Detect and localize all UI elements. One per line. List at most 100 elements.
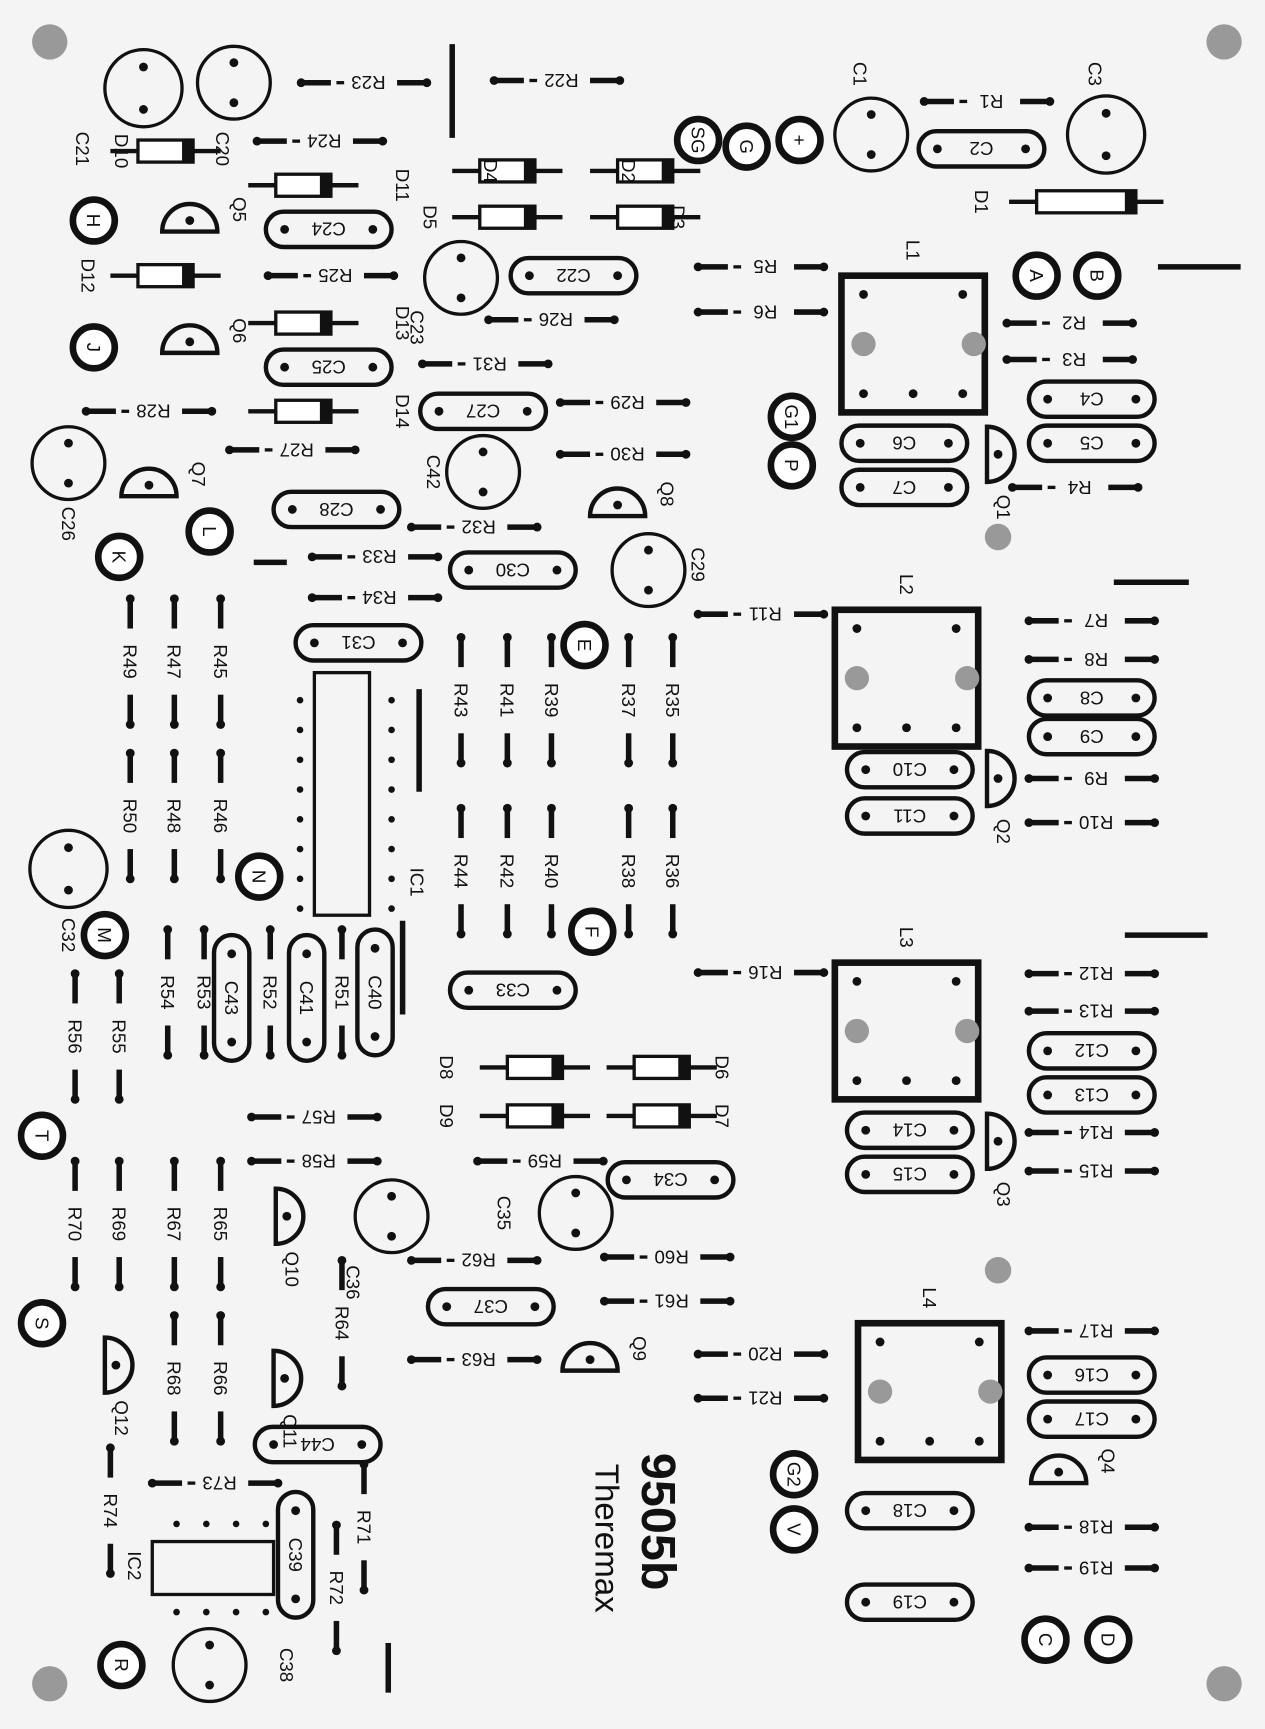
- resistor[interactable]: R22: [489, 70, 625, 91]
- connection-pad[interactable]: N: [234, 852, 284, 901]
- capacitor[interactable]: C4: [1026, 379, 1157, 420]
- resistor[interactable]: R34: [307, 587, 443, 608]
- connection-pad[interactable]: R: [97, 1640, 146, 1690]
- capacitor[interactable]: C17: [1026, 1399, 1157, 1439]
- diode[interactable]: D8: [436, 1054, 591, 1081]
- resistor[interactable]: R16: [693, 962, 829, 983]
- electrolytic-capacitor[interactable]: C32: [28, 828, 109, 952]
- resistor[interactable]: R68: [164, 1311, 185, 1446]
- connection-pad[interactable]: J: [69, 323, 119, 372]
- capacitor[interactable]: C19: [844, 1582, 975, 1623]
- resistor[interactable]: R5: [693, 256, 829, 277]
- transistor[interactable]: Q6: [159, 318, 250, 356]
- diode[interactable]: D4: [452, 158, 563, 184]
- resistor[interactable]: R59: [473, 1151, 608, 1172]
- connection-pad[interactable]: S: [17, 1298, 67, 1348]
- resistor[interactable]: R28: [81, 401, 217, 422]
- transistor[interactable]: Q7: [119, 462, 209, 499]
- resistor[interactable]: R33: [307, 546, 443, 567]
- resistor[interactable]: R66: [210, 1311, 231, 1446]
- electrolytic-capacitor[interactable]: C21: [72, 47, 184, 166]
- connection-pad[interactable]: F: [567, 907, 617, 957]
- capacitor[interactable]: C27: [418, 391, 549, 432]
- resistor[interactable]: R61: [599, 1291, 735, 1312]
- connection-pad[interactable]: C: [1021, 1615, 1070, 1664]
- resistor[interactable]: R74: [100, 1443, 121, 1578]
- capacitor[interactable]: C5: [1026, 423, 1157, 464]
- connection-pad[interactable]: SG: [673, 115, 723, 165]
- resistor[interactable]: R55: [109, 969, 130, 1104]
- electrolytic-capacitor[interactable]: C20: [195, 44, 272, 166]
- resistor[interactable]: R37: [618, 632, 639, 768]
- capacitor[interactable]: C13: [1026, 1075, 1157, 1115]
- resistor[interactable]: R32: [407, 516, 542, 537]
- resistor[interactable]: R27: [225, 439, 360, 460]
- resistor[interactable]: R3: [1002, 349, 1137, 370]
- resistor[interactable]: R47: [164, 594, 185, 729]
- resistor[interactable]: R48: [164, 748, 185, 884]
- diode[interactable]: D9: [436, 1103, 591, 1129]
- resistor[interactable]: R2: [1002, 312, 1137, 333]
- resistor[interactable]: R25: [263, 265, 399, 286]
- resistor[interactable]: R29: [555, 392, 691, 413]
- resistor[interactable]: R54: [157, 925, 178, 1060]
- capacitor[interactable]: C14: [844, 1110, 975, 1151]
- resistor[interactable]: R14: [1024, 1122, 1160, 1143]
- capacitor[interactable]: C11: [844, 796, 975, 836]
- capacitor[interactable]: C18: [844, 1490, 975, 1531]
- resistor[interactable]: R44: [450, 803, 471, 939]
- capacitor[interactable]: C2: [916, 129, 1047, 169]
- resistor[interactable]: R39: [541, 632, 562, 768]
- connection-pad[interactable]: D: [1084, 1615, 1133, 1664]
- resistor[interactable]: R20: [693, 1343, 829, 1364]
- connection-pad[interactable]: A: [1012, 251, 1061, 300]
- resistor[interactable]: R41: [497, 632, 518, 768]
- resistor[interactable]: R6: [693, 301, 829, 322]
- resistor[interactable]: R52: [260, 925, 281, 1060]
- diode[interactable]: D7: [606, 1103, 733, 1129]
- transistor[interactable]: Q11: [271, 1348, 304, 1449]
- resistor[interactable]: R64: [331, 1255, 352, 1391]
- resistor[interactable]: R58: [247, 1151, 382, 1172]
- connection-pad[interactable]: H: [69, 196, 119, 245]
- connection-pad[interactable]: G2: [769, 1450, 819, 1499]
- resistor[interactable]: R24: [252, 131, 388, 152]
- transistor[interactable]: Q12: [102, 1335, 135, 1436]
- capacitor[interactable]: C7: [839, 467, 970, 508]
- resistor[interactable]: R51: [331, 925, 352, 1060]
- transistor[interactable]: Q10: [273, 1186, 306, 1287]
- capacitor[interactable]: C24: [263, 209, 394, 250]
- resistor[interactable]: R11: [693, 604, 829, 625]
- resistor[interactable]: R8: [1024, 649, 1160, 670]
- resistor[interactable]: R40: [541, 803, 562, 939]
- capacitor[interactable]: C41: [286, 932, 327, 1063]
- capacitor[interactable]: C31: [293, 623, 424, 663]
- electrolytic-capacitor[interactable]: C42: [423, 433, 522, 510]
- resistor[interactable]: R12: [1024, 963, 1160, 984]
- resistor[interactable]: R15: [1024, 1160, 1160, 1181]
- capacitor[interactable]: C37: [425, 1286, 556, 1327]
- resistor[interactable]: R38: [618, 803, 639, 939]
- resistor[interactable]: R30: [555, 444, 691, 465]
- inductor[interactable]: L2: [831, 574, 982, 750]
- resistor[interactable]: R46: [210, 748, 231, 884]
- capacitor[interactable]: C33: [447, 970, 578, 1011]
- transistor[interactable]: Q3: [984, 1111, 1017, 1207]
- capacitor[interactable]: C6: [839, 423, 970, 464]
- resistor[interactable]: R18: [1024, 1517, 1160, 1538]
- diode[interactable]: D10: [110, 134, 221, 168]
- resistor[interactable]: R35: [662, 632, 683, 768]
- transistor[interactable]: Q4: [1028, 1449, 1119, 1486]
- inductor[interactable]: L3: [831, 927, 982, 1103]
- resistor[interactable]: R50: [120, 748, 141, 884]
- capacitor[interactable]: C15: [844, 1154, 975, 1195]
- resistor[interactable]: R69: [109, 1156, 130, 1292]
- diode[interactable]: D1: [971, 189, 1164, 215]
- resistor[interactable]: R60: [599, 1246, 735, 1267]
- resistor[interactable]: R1: [919, 91, 1055, 112]
- resistor[interactable]: R56: [64, 969, 85, 1104]
- diode[interactable]: D11: [248, 169, 413, 202]
- connection-pad[interactable]: V: [769, 1505, 819, 1554]
- resistor[interactable]: R9: [1024, 768, 1160, 789]
- resistor[interactable]: R42: [497, 803, 518, 939]
